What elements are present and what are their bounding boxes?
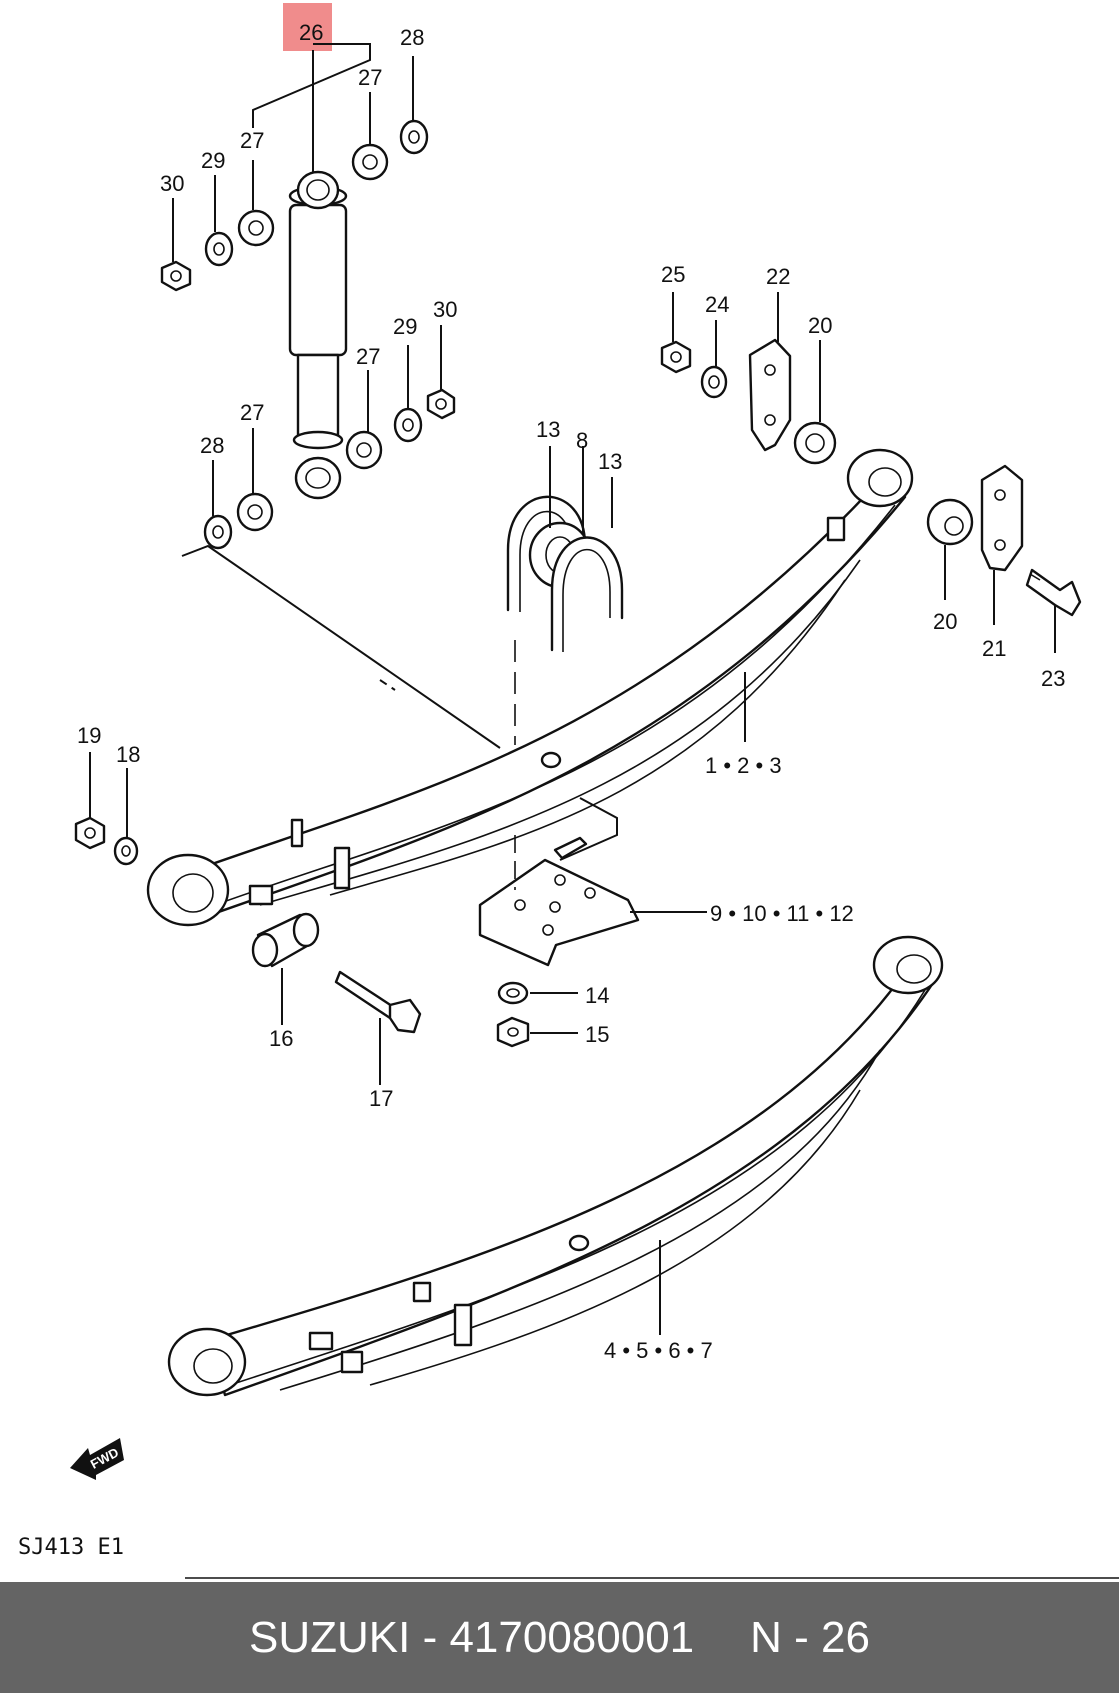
nut-19[interactable] bbox=[74, 816, 106, 850]
bushing-27-lower-right[interactable] bbox=[345, 430, 383, 470]
callout-17: 17 bbox=[369, 1086, 393, 1111]
callout-16: 16 bbox=[269, 1026, 293, 1051]
bushing-27-upper-right[interactable] bbox=[351, 143, 389, 181]
callout-9-10-11-12: 9 • 10 • 11 • 12 bbox=[710, 901, 854, 926]
callout-4-5-6-7: 4 • 5 • 6 • 7 bbox=[604, 1338, 713, 1363]
callout-21: 21 bbox=[982, 636, 1006, 661]
washer-28-lower[interactable] bbox=[203, 514, 233, 550]
callout-20-upper: 20 bbox=[808, 313, 832, 338]
shock-absorber-part-26[interactable] bbox=[288, 170, 348, 500]
shackle-bushing-20-upper[interactable] bbox=[793, 421, 837, 465]
bolt-17[interactable] bbox=[334, 970, 422, 1034]
forward-direction-arrow-icon: FWD bbox=[70, 1438, 124, 1480]
callout-8: 8 bbox=[576, 428, 588, 453]
callout-20-lower: 20 bbox=[933, 609, 957, 634]
callout-27-lower-left: 27 bbox=[240, 400, 264, 425]
washer-29-lower[interactable] bbox=[393, 407, 423, 443]
bushing-27-upper-left[interactable] bbox=[237, 209, 275, 247]
callout-28-lower: 28 bbox=[200, 433, 224, 458]
callout-27-lower-right: 27 bbox=[356, 344, 380, 369]
callout-22: 22 bbox=[766, 264, 790, 289]
footer-brand-part-number: SUZUKI - 4170080001 bbox=[249, 1612, 695, 1662]
callout-28-top: 28 bbox=[400, 25, 424, 50]
callout-27-top-right: 27 bbox=[358, 65, 382, 90]
callout-26: 26 bbox=[299, 20, 323, 45]
nut-30-lower[interactable] bbox=[426, 388, 456, 420]
u-bolt-13-right[interactable] bbox=[550, 536, 624, 653]
washer-24[interactable] bbox=[700, 365, 728, 399]
nut-15[interactable] bbox=[496, 1016, 530, 1048]
footer-page-ref: N - 26 bbox=[750, 1612, 870, 1662]
shackle-bolt-23[interactable] bbox=[1025, 568, 1082, 617]
callout-24: 24 bbox=[705, 292, 729, 317]
footer-bar: SUZUKI - 4170080001 N - 26 bbox=[0, 1582, 1119, 1693]
spring-seat-9-10-11-12[interactable] bbox=[478, 836, 640, 967]
washer-18[interactable] bbox=[113, 836, 139, 866]
callout-19: 19 bbox=[77, 723, 101, 748]
leaf-spring-1-2-3[interactable] bbox=[146, 448, 914, 927]
callout-13-left: 13 bbox=[536, 417, 560, 442]
callout-18: 18 bbox=[116, 742, 140, 767]
bushing-27-lower-left[interactable] bbox=[236, 492, 274, 532]
nut-25[interactable] bbox=[660, 340, 692, 374]
callout-30-lower: 30 bbox=[433, 297, 457, 322]
diagram-code: SJ413 E1 bbox=[18, 1535, 124, 1560]
callout-27-top-left: 27 bbox=[240, 128, 264, 153]
callout-15: 15 bbox=[585, 1022, 609, 1047]
shackle-plate-22[interactable] bbox=[748, 338, 792, 452]
callout-30-top: 30 bbox=[160, 171, 184, 196]
nut-30-upper[interactable] bbox=[160, 260, 192, 292]
callout-29-top: 29 bbox=[201, 148, 225, 173]
callout-1-2-3: 1 • 2 • 3 bbox=[705, 753, 782, 778]
shackle-bushing-20-lower[interactable] bbox=[926, 498, 974, 546]
leaf-spring-4-5-6-7[interactable] bbox=[167, 935, 944, 1397]
callout-25: 25 bbox=[661, 262, 685, 287]
callout-23: 23 bbox=[1041, 666, 1065, 691]
washer-14[interactable] bbox=[497, 981, 529, 1005]
washer-29-upper[interactable] bbox=[204, 231, 234, 267]
washer-28-upper[interactable] bbox=[399, 119, 429, 155]
callout-13-right: 13 bbox=[598, 449, 622, 474]
shackle-plate-21[interactable] bbox=[980, 464, 1024, 572]
callout-14: 14 bbox=[585, 983, 609, 1008]
parts-diagram: FWD 26 28 27 27 29 30 25 24 22 20 29 30 … bbox=[18, 3, 1119, 1579]
callout-29-lower: 29 bbox=[393, 314, 417, 339]
bushing-16[interactable] bbox=[251, 912, 320, 968]
